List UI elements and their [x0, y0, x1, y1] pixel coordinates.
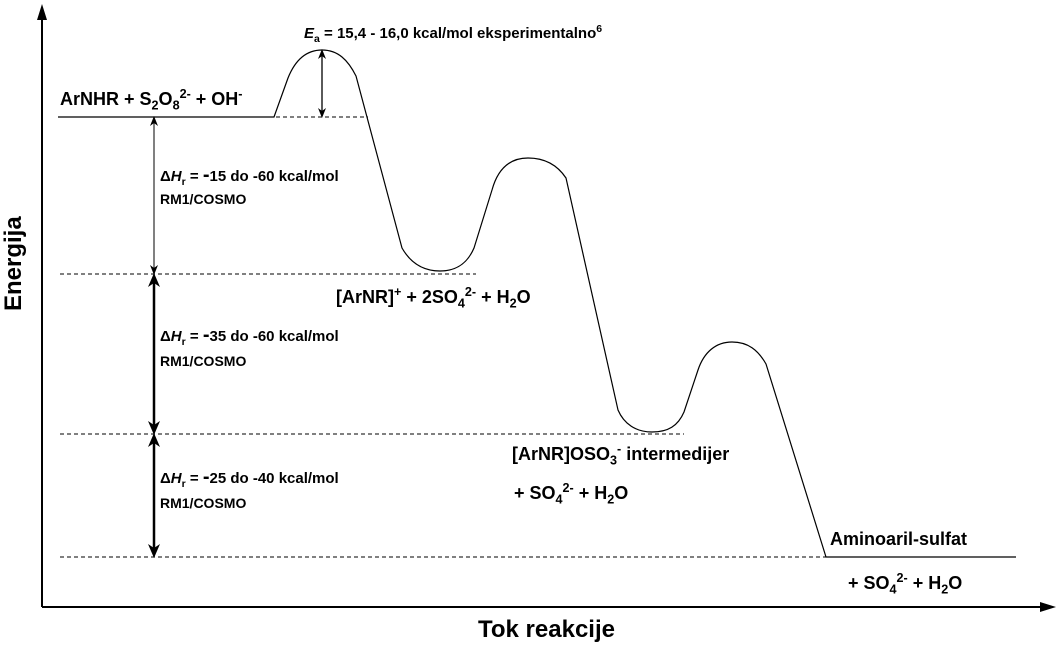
x-axis-title: Tok reakcije	[478, 616, 615, 643]
intermediate-state-label-line2: + SO42- + H2O	[514, 481, 629, 507]
reactants-label: ArNHR + S2O82- + OH-	[60, 87, 243, 113]
reaction-energy-curve	[58, 49, 1016, 558]
enthalpy-label-1: ΔHr = -15 do -60 kcal/mol	[160, 164, 339, 188]
y-axis-arrowhead	[37, 4, 47, 20]
enthalpy-label-3: ΔHr = -25 do -40 kcal/mol	[160, 466, 339, 490]
y-axis-title: Energija	[0, 216, 27, 311]
enthalpy-label-2: ΔHr = -35 do -60 kcal/mol	[160, 324, 339, 348]
product-state-label-line1: Aminoaril-sulfat	[830, 529, 968, 549]
product-state-label-line2: + SO42- + H2O	[848, 571, 963, 597]
activation-energy-label: Ea = 15,4 - 16,0 kcal/mol eksperimentaln…	[304, 23, 603, 45]
enthalpy-method-3: RM1/COSMO	[160, 495, 247, 511]
intermediate-state-label-line1: [ArNR]OSO3- intermedijer	[512, 442, 730, 468]
enthalpy-method-2: RM1/COSMO	[160, 353, 247, 369]
cation-state-label: [ArNR]+ + 2SO42- + H2O	[336, 285, 531, 311]
enthalpy-method-1: RM1/COSMO	[160, 191, 247, 207]
x-axis-arrowhead	[1040, 602, 1056, 612]
